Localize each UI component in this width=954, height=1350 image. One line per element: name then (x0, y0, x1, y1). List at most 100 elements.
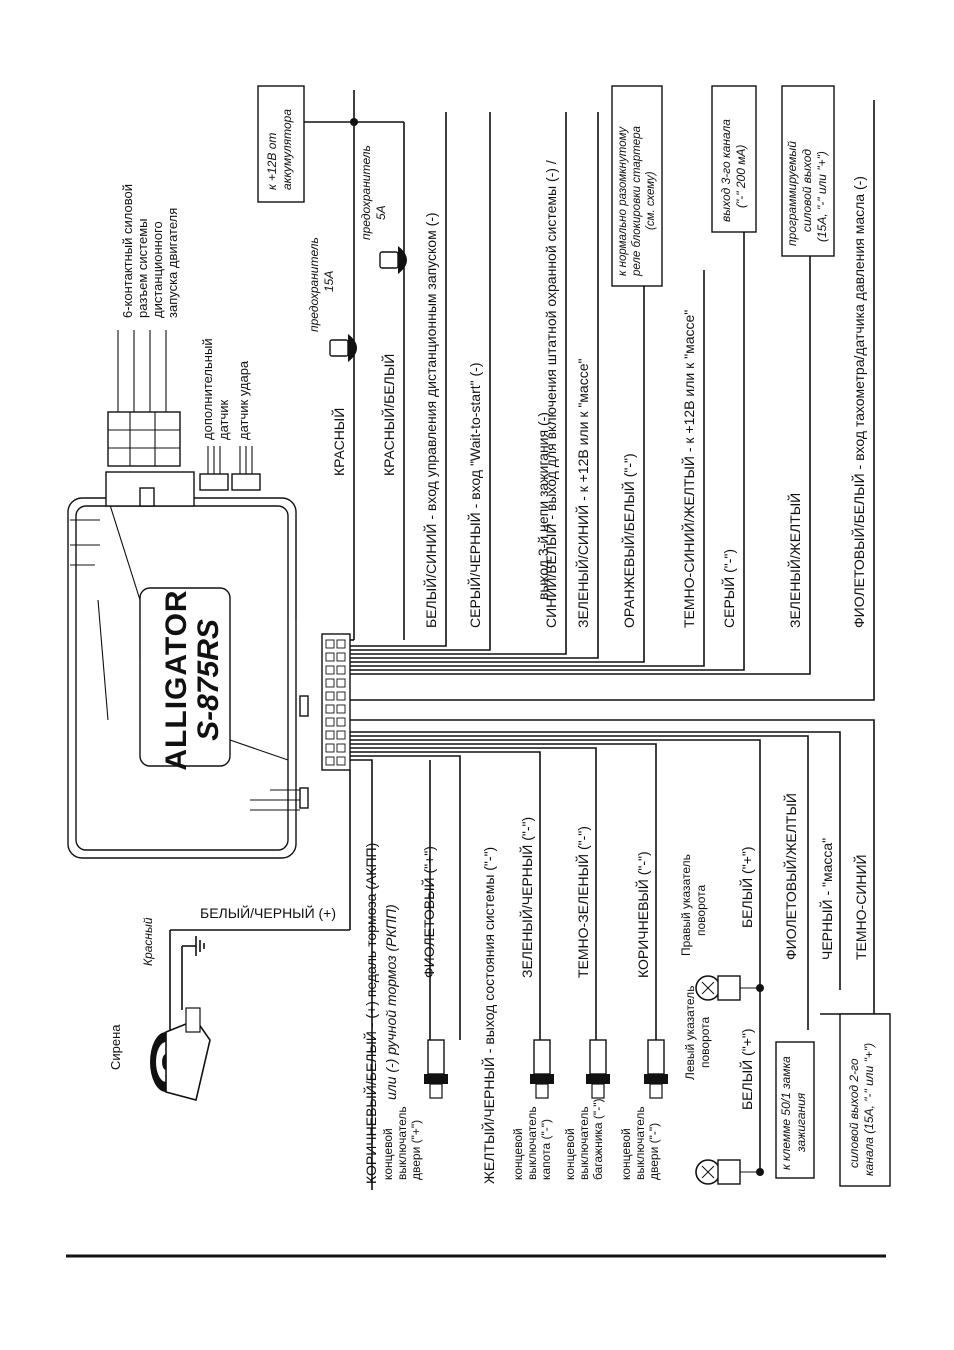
wire-violet-yellow (350, 735, 809, 1030)
six-pin-label-3: дистанционного (150, 221, 165, 318)
wire-brown (350, 743, 657, 1040)
extra-sensor-label-1: дополнительный (200, 338, 215, 440)
label-white-right: БЕЛЫЙ ("+") (738, 847, 755, 929)
starter-relay-label-3: (см. схему) (645, 171, 657, 230)
battery-box (257, 85, 305, 203)
fuse-15a-label-1: предохранитель (307, 237, 321, 332)
connector-pin (325, 639, 335, 649)
switch-door-minus-icon (644, 1039, 668, 1099)
programmable-label-3: (15А, "-" или "+") (815, 151, 829, 242)
channel3-label-1: выход 3-го канала (719, 119, 733, 222)
right-wires (350, 100, 875, 701)
fuse-15a (329, 334, 357, 362)
label-orange-white: ОРАНЖЕВЫЙ/БЕЛЫЙ ("-") (620, 453, 637, 628)
siren-icon (150, 1007, 211, 1101)
connector-pin (325, 691, 335, 701)
siren-label: Сирена (108, 1024, 123, 1070)
wire-green-black (350, 751, 541, 1040)
fuse-5a-label-2: 5А (374, 205, 388, 220)
label-white-blue: БЕЛЫЙ/СИНИЙ - вход управления дистанцион… (422, 212, 439, 628)
connector-pin (336, 652, 346, 662)
switch-door-minus-label-1: концевой (619, 1128, 633, 1180)
fuse-5a-label-1: предохранитель (359, 145, 373, 240)
connector-pin (325, 665, 335, 675)
brand-logo: ALLIGATOR S-875RS (160, 589, 225, 770)
switch-hood-label-2: выключатель (525, 1106, 539, 1180)
battery-label-1: к +12В от (265, 133, 279, 190)
six-pin-connector (107, 330, 181, 467)
label-green-yellow: ЗЕЛЕНЫЙ/ЖЕЛТЫЙ (786, 493, 803, 628)
switch-hood-label-1: концевой (511, 1128, 525, 1180)
label-dark-blue: ТЕМНО-СИНИЙ (852, 854, 869, 960)
six-pin-label-2: разъем системы (135, 219, 150, 318)
extra-sensor-label-2: датчик (216, 399, 231, 440)
connector-pin (325, 678, 335, 688)
shock-sensor-label: датчик удара (236, 360, 251, 440)
left-turn-label-1: Левый указатель (683, 986, 697, 1080)
siren-wire-label: Красный (141, 917, 155, 966)
left-wires (350, 719, 890, 1190)
connector-pin (336, 743, 346, 753)
starter-relay-label-1: к нормально разомкнутому (617, 126, 629, 276)
ignition-label-1: к клемме 50/1 замка (779, 1056, 793, 1170)
connector-pin (325, 730, 335, 740)
wire-black-ground (350, 731, 841, 990)
model-label: S-875RS (192, 619, 225, 741)
connector-pin (325, 717, 335, 727)
channel3-label-2: ("-" 200 мА) (734, 145, 748, 208)
connector-pin (325, 743, 335, 753)
right-turn-lamp (695, 975, 760, 1001)
wire-darkblue-yellow (350, 270, 705, 667)
switch-trunk-label-2: выключатель (577, 1106, 591, 1180)
switch-door-plus-label-1: концевой (381, 1128, 395, 1180)
connector-pin (336, 730, 346, 740)
label-yellow-black: ЖЕЛТЫЙ/ЧЕРНЫЙ - выход состояния системы … (480, 847, 497, 1184)
label-brown-white-1: КОРИЧНЕВЫЙ/БЕЛЫЙ - (+) педаль тормоза (А… (362, 843, 379, 1184)
wire-green-yellow (350, 256, 811, 675)
wire-yellow-black (350, 755, 461, 1040)
wire-white-blue (350, 112, 447, 647)
sensor-connectors (199, 446, 261, 491)
alarm-unit (67, 471, 309, 859)
ignition-box (775, 1041, 815, 1179)
logo-text: ALLIGATOR (160, 589, 193, 770)
battery-feed (304, 90, 405, 640)
starter-relay-label-2: реле блокировки стартера (631, 126, 643, 277)
connector-pin (336, 691, 346, 701)
programmable-box (781, 85, 835, 257)
connector-pin (336, 756, 346, 766)
battery-label-2: аккумулятора (280, 109, 294, 190)
label-violet-white: ФИОЛЕТОВЫЙ/БЕЛЫЙ - вход тахометра/датчик… (850, 176, 867, 628)
six-pin-label-1: 6-контактный силовой (120, 184, 135, 318)
label-green-black: ЗЕЛЕНЫЙ/ЧЕРНЫЙ ("-") (518, 817, 535, 978)
label-brown-white-2: или (-) ручной тормоз (РКПП) (383, 904, 399, 1100)
label-blue-white-2: выход 3-й цепи зажигания (-) (535, 412, 551, 600)
channel2-label-2: канала (15А, "-" или "+") (862, 1043, 876, 1176)
label-blue-white-1: СИНИЙ/БЕЛЫЙ - выход для включения штатно… (542, 160, 559, 628)
connector-pin (325, 756, 335, 766)
connector-pin (336, 665, 346, 675)
switch-trunk-icon (586, 1039, 610, 1099)
connector-pin (325, 704, 335, 714)
fuse-5a (379, 246, 407, 274)
label-violet-yellow: ФИОЛЕТОВЫЙ/ЖЕЛТЫЙ (782, 793, 799, 960)
connector-pin (336, 678, 346, 688)
wire-green-blue (350, 112, 599, 659)
label-red-white: КРАСНЫЙ/БЕЛЫЙ (380, 354, 397, 476)
starter-relay-box (611, 85, 663, 287)
switch-door-plus-label-3: двери ("+") (409, 1120, 423, 1180)
channel2-box (839, 1013, 891, 1187)
label-red: КРАСНЫЙ (330, 408, 347, 476)
label-white-left: БЕЛЫЙ ("+") (738, 1029, 755, 1111)
wire-gray-black (350, 112, 491, 651)
switch-hood-label-3: капота ("-") (539, 1119, 553, 1180)
switch-door-minus-label-3: двери ("-") (647, 1123, 661, 1180)
main-connector (321, 633, 351, 771)
wire-dark-blue (350, 719, 875, 1014)
label-green-blue: ЗЕЛЕНЫЙ/СИНИЙ - к +12В или к "массе" (574, 359, 591, 628)
label-dark-green: ТЕМНО-ЗЕЛЕНЫЙ ("-") (574, 826, 591, 978)
switch-hood-icon (530, 1039, 554, 1099)
wire-orange-white (350, 286, 645, 663)
right-turn-label-1: Правый указатель (679, 854, 693, 956)
